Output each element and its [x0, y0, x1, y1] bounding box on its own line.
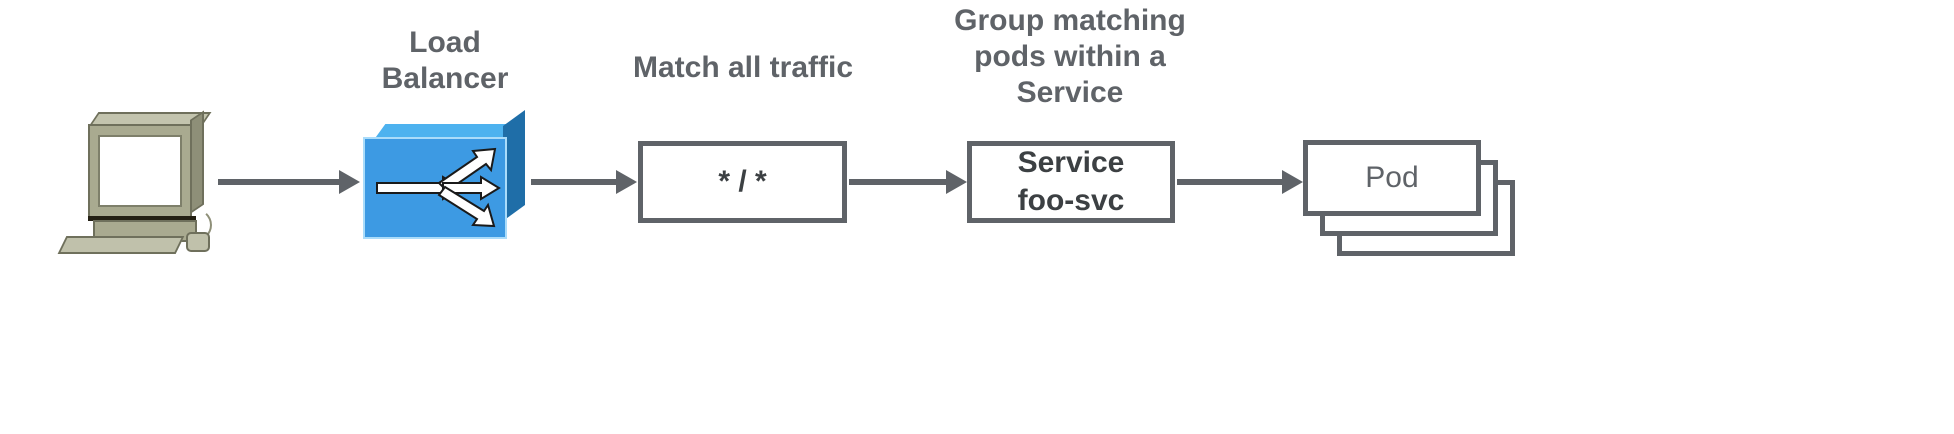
arrow-client-to-load-balancer	[218, 170, 360, 194]
monitor-shadow	[88, 216, 196, 221]
match-all-traffic-caption: Match all traffic	[632, 51, 854, 84]
keyboard-icon	[57, 236, 185, 254]
service-box: Service foo-svc	[967, 141, 1175, 223]
cube-highlight-edge	[363, 137, 507, 239]
ingress-rule-box: * / *	[638, 141, 847, 223]
load-balancer-cube-icon	[363, 110, 538, 240]
arrow-load-balancer-to-rule	[531, 170, 637, 194]
pod-stack: Pod	[1303, 140, 1515, 258]
mouse-icon	[186, 232, 210, 252]
monitor-screen	[98, 135, 182, 207]
arrow-service-to-pods	[1177, 170, 1303, 194]
monitor-side-face	[190, 110, 204, 214]
desktop-computer-icon	[57, 110, 228, 254]
group-matching-pods-caption: Group matching pods within a Service	[954, 4, 1186, 109]
arrow-rule-to-service	[849, 170, 967, 194]
pod-front-layer: Pod	[1303, 140, 1481, 216]
load-balancer-caption: Load Balancer	[381, 26, 509, 95]
load-balancer-fanout-arrows	[376, 147, 501, 228]
